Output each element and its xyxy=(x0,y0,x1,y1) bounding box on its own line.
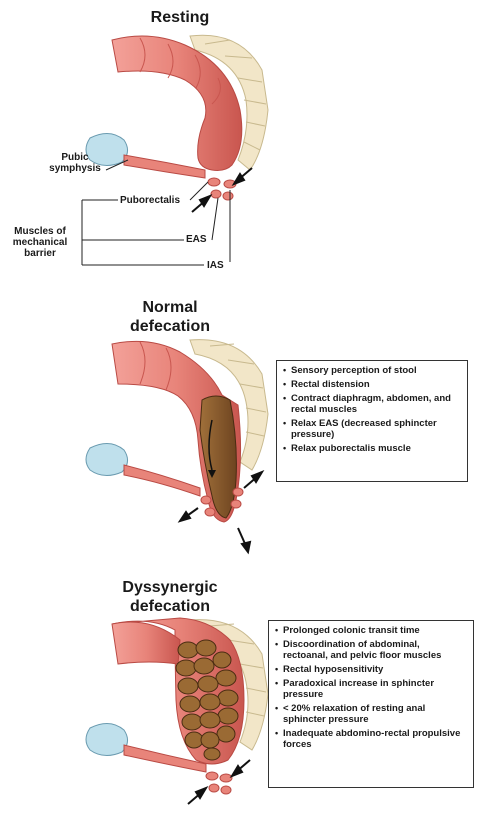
dyssynergic-defecation-box: Prolonged colonic transit time Discoordi… xyxy=(268,620,474,788)
panel-title-dyssynergic-defecation: Dyssynergic defecation xyxy=(122,579,218,615)
list-item: Relax EAS (decreased sphincter pressure) xyxy=(283,418,461,440)
normal-defecation-illustration xyxy=(85,339,269,555)
label-ias: IAS xyxy=(207,260,224,271)
list-item: < 20% relaxation of resting anal sphinct… xyxy=(275,703,467,725)
list-item: Discoordination of abdominal, rectoanal,… xyxy=(275,639,467,661)
stool xyxy=(175,639,239,761)
list-item: Rectal hyposensitivity xyxy=(275,664,467,675)
list-item: Contract diaphragm, abdomen, and rectal … xyxy=(283,393,461,415)
rectum xyxy=(111,35,243,171)
list-item: Relax puborectalis muscle xyxy=(283,443,461,454)
pubic-symphysis xyxy=(85,443,128,476)
normal-defecation-box: Sensory perception of stool Rectal diste… xyxy=(276,360,468,482)
label-muscles-of-mechanical-barrier: Muscles of mechanical barrier xyxy=(12,226,68,259)
list-item: Inadequate abdomino-rectal propulsive fo… xyxy=(275,728,467,750)
list-item: Paradoxical increase in sphincter pressu… xyxy=(275,678,467,700)
dyssynergic-defecation-illustration xyxy=(85,617,269,805)
sacrum-bones xyxy=(189,339,269,471)
label-puborectalis: Puborectalis xyxy=(120,195,181,206)
list-item: Sensory perception of stool xyxy=(283,365,461,376)
list-item: Rectal distension xyxy=(283,379,461,390)
resting-illustration xyxy=(81,34,269,266)
label-eas: EAS xyxy=(186,234,207,245)
panel-title-resting: Resting xyxy=(150,9,210,26)
list-item: Prolonged colonic transit time xyxy=(275,625,467,636)
puborectalis-muscle xyxy=(123,154,206,179)
pubic-symphysis xyxy=(85,133,128,166)
pubic-symphysis xyxy=(85,723,128,756)
label-pubic-symphysis: Pubic symphysis xyxy=(49,152,101,174)
puborectalis-muscle xyxy=(123,744,207,773)
puborectalis-muscle xyxy=(123,464,201,497)
panel-title-normal-defecation: Normal defecation xyxy=(129,299,210,335)
